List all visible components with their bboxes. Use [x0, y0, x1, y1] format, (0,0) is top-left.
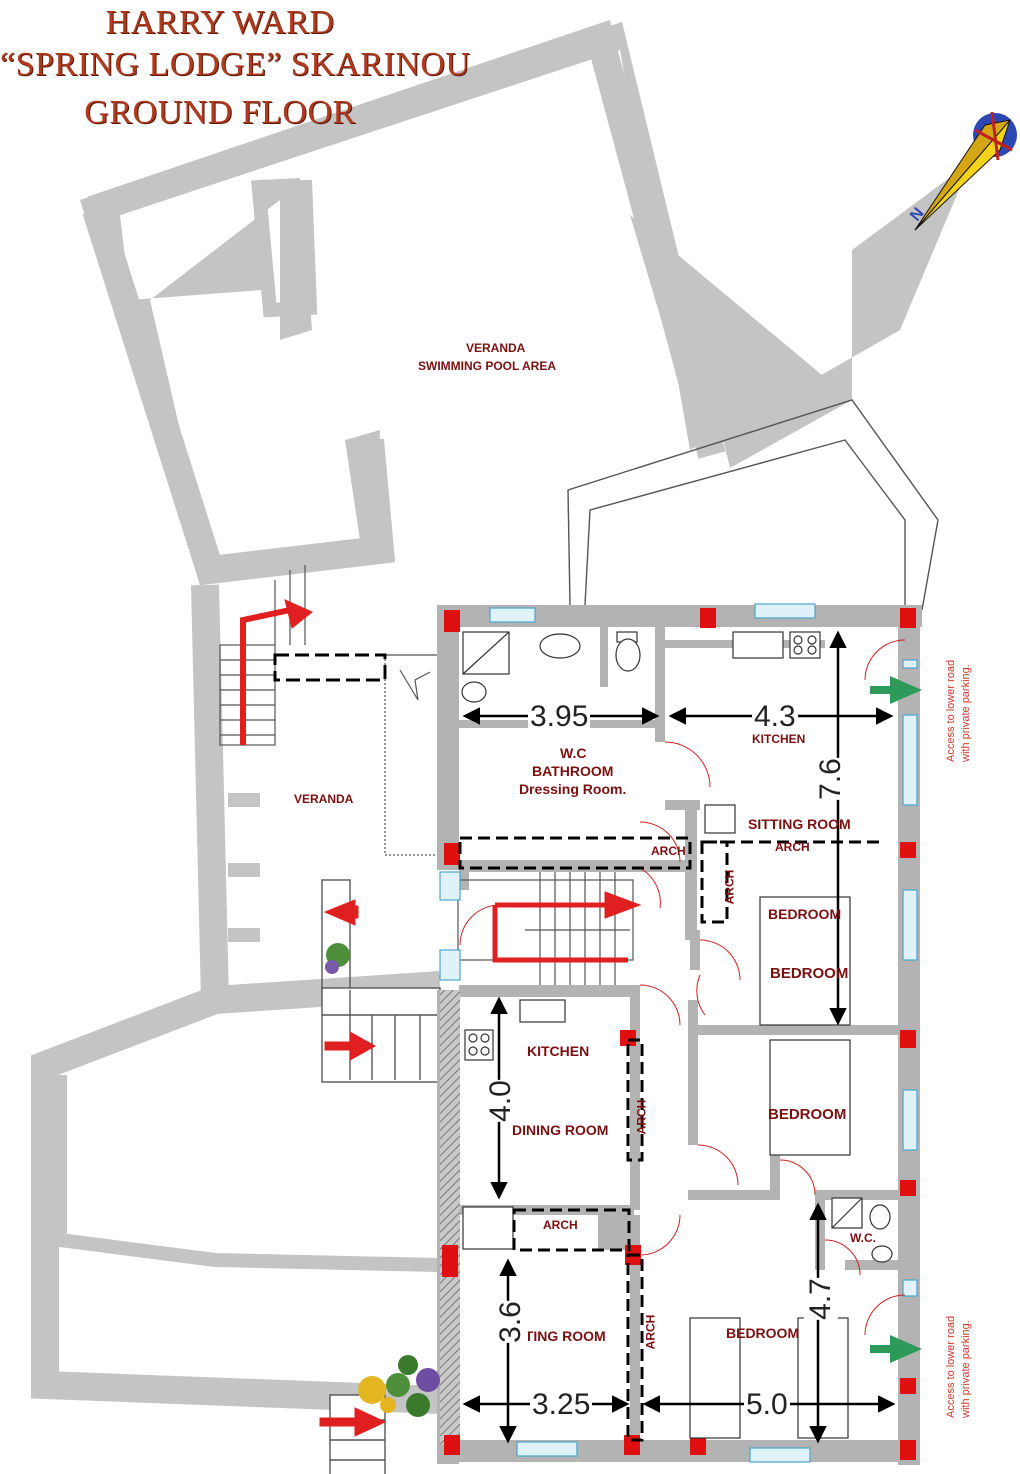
title-line-1: HARRY WARD — [105, 4, 335, 41]
doors — [459, 639, 906, 1336]
outline-lines — [321, 399, 939, 1474]
label-arch-dining: ARCH — [634, 1099, 649, 1135]
label-arch-top-right: ARCH — [775, 840, 810, 854]
access-note-bottom-line2: with private parking. — [960, 1320, 972, 1418]
label-arch-middle: ARCH — [543, 1218, 578, 1232]
access-note-bottom: Access to lower road with private parkin… — [944, 1316, 974, 1418]
access-note-bottom-line1: Access to lower road — [945, 1315, 957, 1418]
label-bedroom-1b: BEDROOM — [770, 965, 849, 982]
access-arrow-bottom-icon — [890, 1335, 922, 1363]
dimension-3-25: 3.25 — [530, 1388, 593, 1422]
access-note-top: Access to lower road with private parkin… — [944, 660, 974, 762]
fixtures — [461, 631, 893, 1439]
access-arrows — [870, 676, 922, 1363]
label-bedroom-2: BEDROOM — [768, 1106, 847, 1123]
label-arch-vertical: ARCH — [722, 869, 737, 905]
label-dressing-room: Dressing Room. — [519, 781, 627, 797]
access-arrow-top-icon — [890, 676, 922, 704]
arches — [458, 836, 880, 1442]
dimension-4-7: 4.7 — [803, 1278, 838, 1320]
dimension-3-6: 3.6 — [493, 1301, 528, 1343]
plants-icon — [325, 943, 440, 1417]
label-swimming-pool-area: SWIMMING POOL AREA — [418, 359, 556, 373]
north-arrow-icon — [914, 111, 1017, 231]
label-sitting-room-bottom: SITTING ROOM — [503, 1328, 606, 1344]
hatched-wall — [440, 990, 460, 1445]
veranda-staircase — [219, 565, 445, 856]
inner-walls — [53, 179, 441, 1272]
label-wc-small: W.C. — [850, 1231, 876, 1245]
beam-top — [273, 653, 387, 682]
label-kitchen-bottom: KITCHEN — [527, 1043, 590, 1059]
dimension-5-0: 5.0 — [744, 1388, 790, 1422]
dimension-4-0: 4.0 — [483, 1080, 518, 1122]
windows — [439, 603, 918, 1463]
red-arrows — [240, 599, 642, 1437]
access-note-top-line1: Access to lower road — [945, 659, 957, 762]
label-bedroom-3: BEDROOM — [726, 1325, 800, 1341]
label-dining-room: DINING ROOM — [512, 1122, 609, 1138]
label-arch-top-left: ARCH — [651, 844, 686, 858]
access-note-top-line2: with private parking. — [960, 664, 972, 762]
veranda-frame — [30, 19, 726, 1414]
internal-staircase — [457, 872, 634, 985]
label-sitting-room-top: SITTING ROOM — [748, 816, 851, 832]
label-bathroom: BATHROOM — [532, 763, 614, 779]
columns — [442, 608, 916, 1460]
dimension-4-3: 4.3 — [752, 700, 798, 734]
dimension-7-6: 7.6 — [813, 758, 848, 800]
label-arch-bottom: ARCH — [643, 1314, 658, 1350]
label-veranda: VERANDA — [294, 792, 354, 806]
title-line-2: “SPRING LODGE” SKARINOU — [0, 46, 471, 83]
dimension-3-95: 3.95 — [528, 700, 591, 734]
label-kitchen-top: KITCHEN — [752, 732, 806, 746]
label-bedroom-1a: BEDROOM — [768, 906, 842, 922]
label-veranda-pool: VERANDA — [466, 341, 526, 355]
title-line-3: GROUND FLOOR — [84, 94, 356, 131]
label-wc: W.C — [560, 745, 587, 761]
